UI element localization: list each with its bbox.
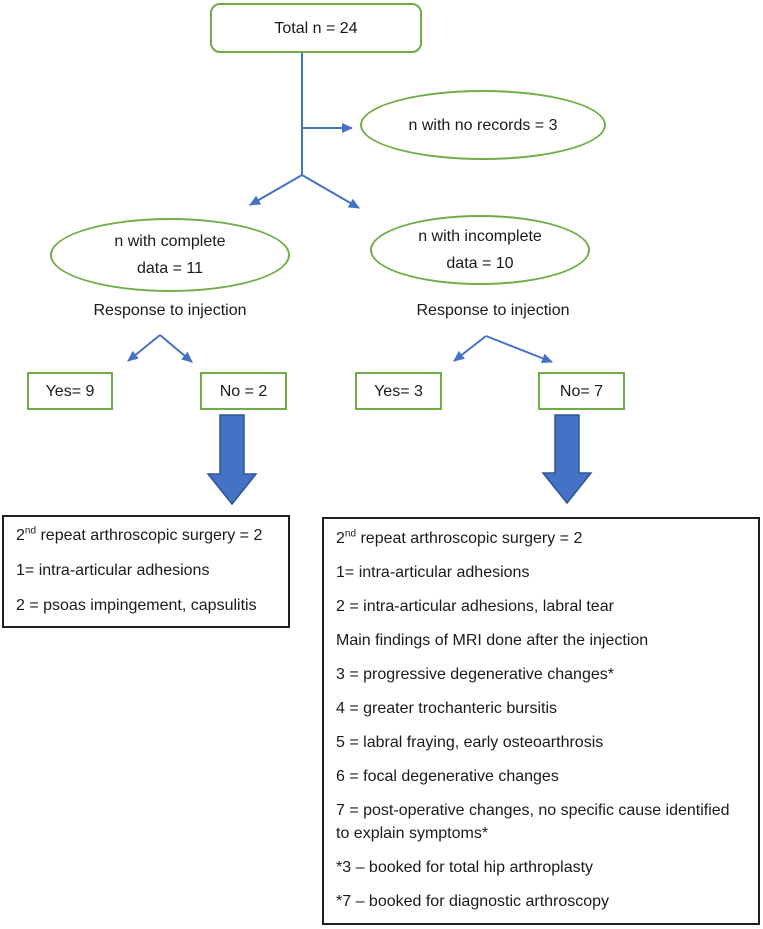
complete-data-node: n with complete data = 11 xyxy=(50,218,290,292)
detail-line: 2nd repeat arthroscopic surgery = 2 xyxy=(16,525,276,547)
arrow-left-to-no xyxy=(159,334,193,363)
detail-line: 7 = post-operative changes, no specific … xyxy=(336,802,730,842)
incomplete-data-label: n with incomplete data = 10 xyxy=(418,223,542,277)
incomplete-data-node: n with incomplete data = 10 xyxy=(370,215,590,285)
incomplete-data-line2: data = 10 xyxy=(446,255,514,272)
detail-line: Main findings of MRI done after the inje… xyxy=(336,632,649,649)
detail-line: 1= intra-articular adhesions xyxy=(336,564,530,581)
response-to-injection-label-right: Response to injection xyxy=(416,302,570,319)
down-block-arrow-right xyxy=(541,414,593,505)
detail-line: 5 = labral fraying, early osteoarthrosis xyxy=(336,734,604,751)
no-records-node: n with no records = 3 xyxy=(360,90,606,160)
detail-title-rest: repeat arthroscopic surgery = 2 xyxy=(36,527,263,544)
no-box-right: No= 7 xyxy=(538,372,625,410)
detail-line: *3 – booked for total hip arthroplasty xyxy=(336,859,594,876)
yes-box-right-label: Yes= 3 xyxy=(374,382,423,400)
arrow-right-to-no xyxy=(485,335,553,363)
arrow-to-complete xyxy=(249,174,303,206)
no-box-left: No = 2 xyxy=(200,372,287,410)
no-box-right-label: No= 7 xyxy=(559,382,604,400)
arrow-right-to-yes xyxy=(453,335,487,362)
detail-title-rest: repeat arthroscopic surgery = 2 xyxy=(356,530,583,547)
detail-line: 6 = focal degenerative changes xyxy=(336,768,559,785)
incomplete-data-line1: n with incomplete xyxy=(418,228,542,245)
arrow-left-to-yes xyxy=(127,334,161,362)
total-node: Total n = 24 xyxy=(210,3,422,53)
detail-title-sup: nd xyxy=(344,528,357,540)
detail-line: 3 = progressive degenerative changes* xyxy=(336,666,614,683)
detail-line: 2 = psoas impingement, capsulitis xyxy=(16,597,257,614)
detail-line: *7 – booked for diagnostic arthroscopy xyxy=(336,893,610,910)
detail-line: 2 = intra-articular adhesions, labral te… xyxy=(336,598,614,615)
complete-data-line1: n with complete xyxy=(114,233,226,250)
complete-data-label: n with complete data = 11 xyxy=(114,228,225,282)
yes-box-left: Yes= 9 xyxy=(27,372,113,410)
detail-line: 4 = greater trochanteric bursitis xyxy=(336,700,557,717)
no-records-label: n with no records = 3 xyxy=(408,116,558,134)
total-node-label: Total n = 24 xyxy=(274,19,358,37)
response-to-injection-label-left: Response to injection xyxy=(93,302,247,319)
down-block-arrow-left xyxy=(206,414,258,506)
right-detail-box: 2nd repeat arthroscopic surgery = 2 1= i… xyxy=(322,517,760,925)
detail-title-base: 2 xyxy=(336,530,345,547)
yes-box-left-label: Yes= 9 xyxy=(45,382,95,400)
arrow-to-incomplete xyxy=(301,174,360,209)
detail-line: 2nd repeat arthroscopic surgery = 2 xyxy=(336,527,746,550)
left-detail-box: 2nd repeat arthroscopic surgery = 2 1= i… xyxy=(2,515,290,628)
yes-box-right: Yes= 3 xyxy=(355,372,442,410)
complete-data-line2: data = 11 xyxy=(137,260,203,277)
detail-title-sup: nd xyxy=(24,525,37,537)
detail-title-base: 2 xyxy=(16,527,25,544)
detail-line: 1= intra-articular adhesions xyxy=(16,562,210,579)
no-box-left-label: No = 2 xyxy=(219,382,268,400)
